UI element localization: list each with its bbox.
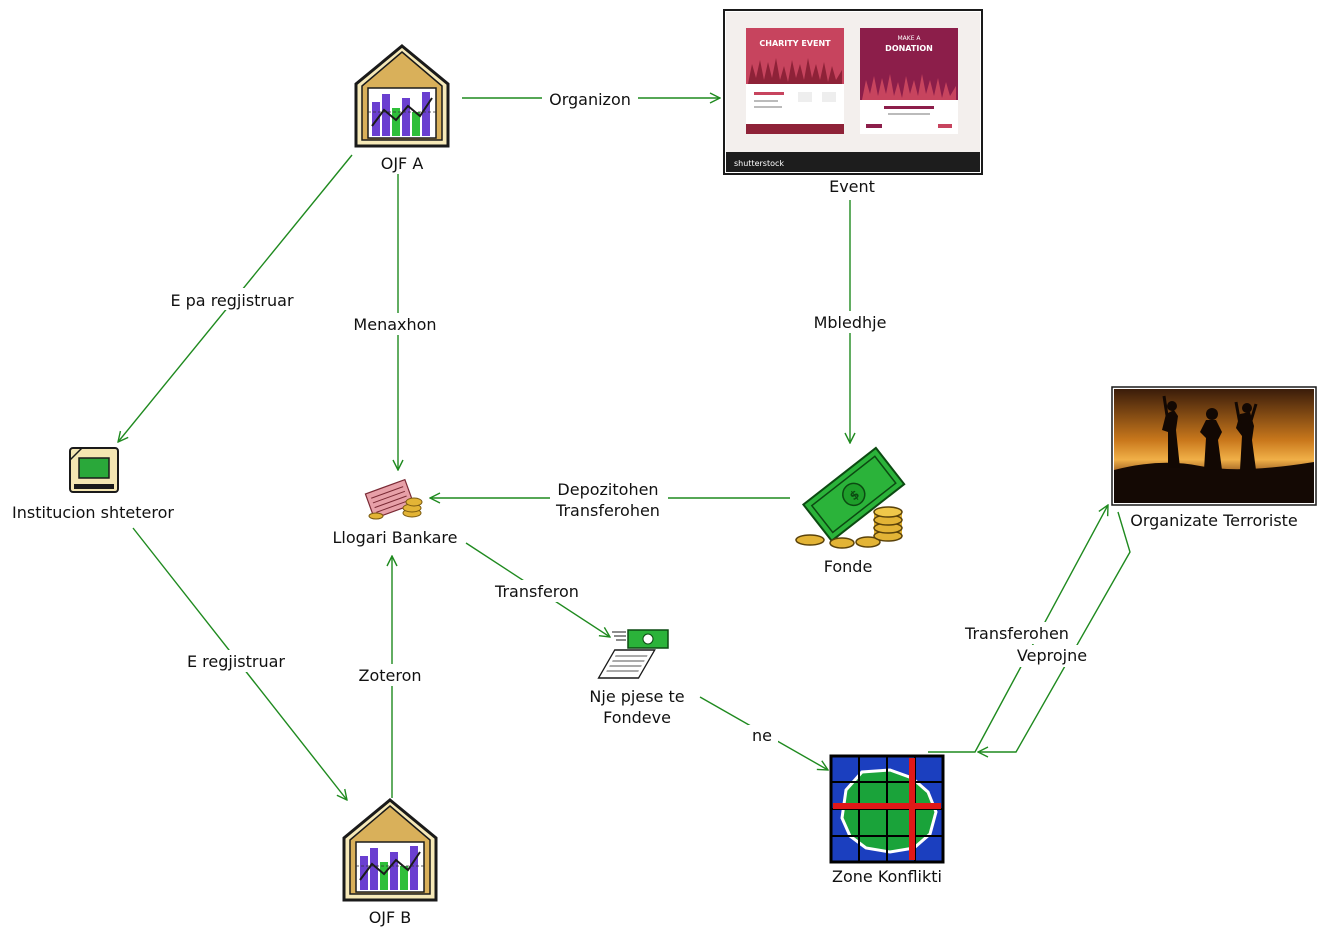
event-right-flyer-top-text: MAKE A — [897, 35, 921, 42]
event-left-flyer-text: CHARITY EVENT — [759, 39, 831, 48]
node-fonde-label: Fonde — [824, 557, 873, 576]
computer-terminal-icon — [69, 447, 119, 493]
node-event-label: Event — [829, 177, 875, 196]
org-building-chart-icon — [354, 44, 450, 148]
node-zone-konflikti[interactable]: Zone Konflikti — [829, 754, 945, 886]
edge-label-veprojne: Veprojne — [1017, 646, 1087, 665]
edge-label-transferohen: Transferohen — [964, 624, 1069, 643]
node-institucion-label: Institucion shteteror — [12, 503, 174, 522]
event-right-flyer-main-text: DONATION — [885, 44, 933, 53]
org-building-chart-icon — [342, 798, 438, 902]
edge-label-menaxhon: Menaxhon — [353, 315, 436, 334]
edge-label-transferohen-deposit: Transferohen — [555, 501, 660, 520]
armed-silhouettes-image — [1111, 386, 1317, 506]
edge-transferohen-line — [928, 505, 1108, 753]
edge-label-transferon: Transferon — [494, 582, 579, 601]
node-ojf-b-label: OJF B — [369, 908, 412, 927]
node-pjese-label-line1: Nje pjese te — [589, 687, 684, 706]
event-flyer-image: shutterstock CHARITY EVENT MAKE A DONATI… — [723, 9, 983, 175]
edge-label-ne: ne — [752, 726, 772, 745]
node-llogari-bankare[interactable]: Llogari Bankare — [333, 478, 458, 547]
bank-cards-coins-icon — [364, 478, 423, 520]
node-nje-pjese-te-fondeve[interactable]: Nje pjese te Fondeve — [589, 629, 685, 727]
edge-label-depozitohen: Depozitohen — [557, 480, 658, 499]
node-organizate-label: Organizate Terroriste — [1130, 511, 1298, 530]
node-llogari-label: Llogari Bankare — [333, 528, 458, 547]
node-institucion-shteteror[interactable]: Institucion shteteror — [12, 447, 174, 522]
node-organizate-terroriste[interactable]: Organizate Terroriste — [1111, 386, 1317, 530]
banknote-coins-icon: $ — [795, 446, 906, 549]
money-transfer-icon — [597, 629, 669, 679]
edge-label-e-pa-regjistruar: E pa regjistruar — [170, 291, 293, 310]
node-event[interactable]: shutterstock CHARITY EVENT MAKE A DONATI… — [723, 9, 983, 196]
node-zone-label: Zone Konflikti — [832, 867, 942, 886]
node-ojf-b[interactable]: OJF B — [342, 798, 438, 927]
edge-label-organizon: Organizon — [549, 90, 631, 109]
event-footer-text: shutterstock — [734, 159, 784, 168]
node-fonde[interactable]: $ Fonde — [795, 446, 906, 576]
edge-label-zoteron: Zoteron — [358, 666, 421, 685]
edge-label-e-regjistruar: E regjistruar — [187, 652, 285, 671]
node-ojf-a[interactable]: OJF A — [354, 44, 450, 173]
edge-label-mbledhje: Mbledhje — [814, 313, 887, 332]
node-ojf-a-label: OJF A — [381, 154, 424, 173]
node-pjese-label-line2: Fondeve — [603, 708, 671, 727]
map-grid-icon — [829, 754, 945, 864]
edge-labels: Organizon E pa regjistruar Menaxhon Mble… — [160, 88, 1096, 745]
